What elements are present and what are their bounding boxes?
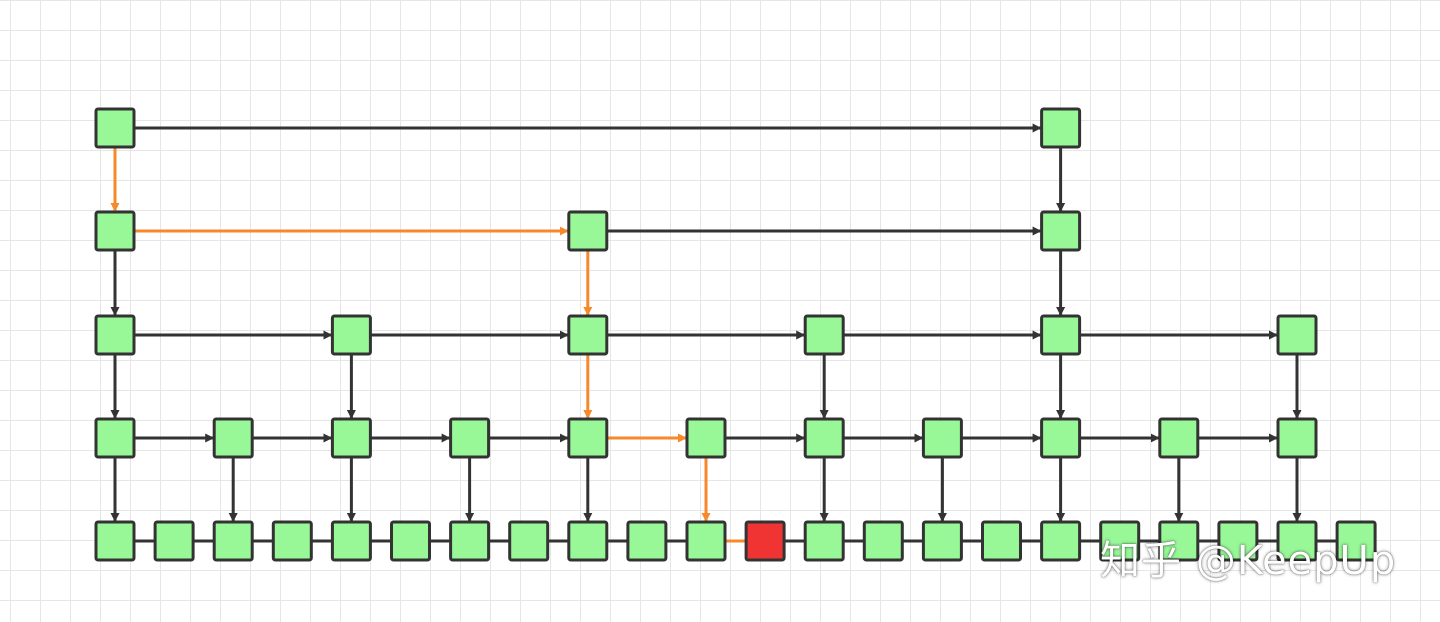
- list-node-l4-10: [685, 520, 727, 562]
- watermark-text: 知乎 @KeepUp: [1100, 538, 1397, 584]
- list-node-l4-6: [449, 520, 491, 562]
- nodes-layer: [94, 107, 1377, 562]
- list-node-l2-12: [803, 314, 845, 356]
- list-node-l3-12: [803, 417, 845, 459]
- list-node-l2-0: [94, 314, 136, 356]
- list-node-l4-18: [1158, 520, 1200, 562]
- list-node-l3-18: [1158, 417, 1200, 459]
- list-node-l1-0: [94, 210, 136, 252]
- list-node-l3-0: [94, 417, 136, 459]
- list-node-l3-2: [212, 417, 254, 459]
- list-node-l4-19: [1217, 520, 1259, 562]
- list-node-l4-14: [921, 520, 963, 562]
- list-node-l3-14: [921, 417, 963, 459]
- list-node-l4-15: [981, 520, 1022, 562]
- list-node-l4-8: [567, 520, 609, 562]
- list-node-l2-16: [1040, 314, 1082, 356]
- list-node-l4-4: [330, 520, 372, 562]
- list-node-l3-4: [330, 417, 372, 459]
- list-node-l4-7: [508, 520, 550, 562]
- list-node-l2-4: [330, 314, 372, 356]
- list-node-l4-20: [1276, 520, 1318, 562]
- list-node-l4-3: [271, 520, 313, 562]
- list-node-l4-1: [153, 520, 195, 562]
- list-node-l1-8: [567, 210, 609, 252]
- list-node-l4-17: [1099, 520, 1141, 562]
- list-node-l4-5: [390, 520, 431, 562]
- list-node-l2-20: [1276, 314, 1318, 356]
- list-node-l0-0: [94, 107, 136, 149]
- list-node-l1-16: [1040, 210, 1082, 252]
- list-node-l4-21: [1335, 520, 1377, 562]
- list-node-l0-16: [1040, 107, 1082, 149]
- list-node-l4-2: [212, 520, 254, 562]
- list-node-l4-16: [1040, 520, 1082, 562]
- list-node-l3-20: [1276, 417, 1318, 459]
- target-node-l4-11: [744, 520, 786, 562]
- list-node-l4-12: [803, 520, 845, 562]
- list-node-l3-10: [685, 417, 727, 459]
- list-node-l3-8: [567, 417, 609, 459]
- edges-layer: [110, 123, 1338, 543]
- list-node-l2-8: [567, 314, 609, 356]
- list-node-l4-9: [626, 520, 668, 562]
- list-node-l4-0: [94, 520, 136, 562]
- list-node-l4-13: [862, 520, 904, 562]
- list-node-l3-6: [449, 417, 491, 459]
- list-node-l3-16: [1040, 417, 1082, 459]
